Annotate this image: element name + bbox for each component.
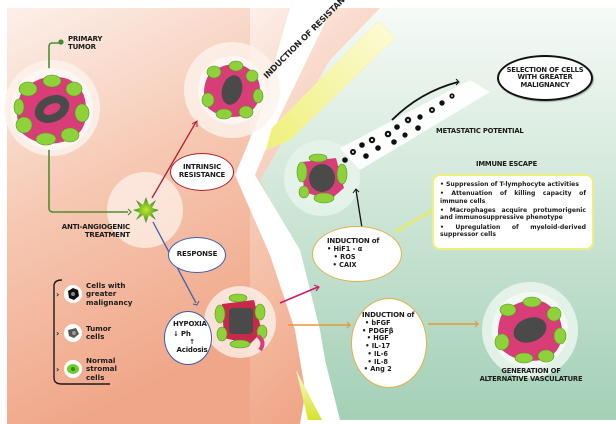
- legend-label: Cells with greater malignancy: [86, 281, 133, 307]
- vasculature-label: GENERATION OF ALTERNATIVE VASCULATURE: [479, 367, 583, 383]
- immune-item: • Upregulation of myeloid-derived suppre…: [440, 223, 586, 238]
- metastatic-potential-label: METASTATIC POTENTIAL: [436, 127, 524, 135]
- chevron-right-icon: ›: [56, 289, 60, 299]
- growth-factor-induction-title: INDUCTION of: [362, 310, 415, 319]
- legend-item-tumor: › Tumor cells: [56, 324, 111, 342]
- hif-induction-arrow: [279, 286, 319, 304]
- treatment-star-icon: [133, 197, 159, 223]
- chevron-right-icon: ›: [56, 328, 60, 338]
- legend-label: Normal stromal cells: [86, 356, 117, 382]
- separator-band: [235, 8, 335, 420]
- hypoxia-item-ph: ↓ Ph: [173, 330, 191, 339]
- hif-induction-title: INDUCTION of: [327, 237, 380, 246]
- induction-item: • Ang 2: [363, 365, 392, 374]
- intrinsic-resistance-node: INTRINSIC RESISTANCE: [170, 153, 234, 191]
- alternative-vasculature-tumor-illustration: [492, 292, 568, 368]
- induction-item: • HGF: [366, 334, 389, 343]
- selection-label: SELECTION OF CELLS WITH GREATER MALIGNAN…: [506, 65, 584, 89]
- metastasis-tumor-illustration: [296, 153, 348, 204]
- up-arrow-icon: ↑: [189, 338, 195, 346]
- tumor-cell-icon: [64, 324, 82, 342]
- legend-item-malignant: › Cells with greater malignancy: [56, 281, 133, 307]
- immune-escape-title: IMMUNE ESCAPE: [476, 160, 538, 168]
- intrinsic-resistance-tumor-illustration: [198, 56, 266, 124]
- hypoxia-item-text: Ph: [180, 330, 191, 339]
- malignant-cell-icon: [64, 285, 82, 304]
- response-label: RESPONSE: [176, 250, 218, 259]
- chevron-right-icon: ›: [56, 364, 60, 374]
- stromal-cell-icon: [64, 360, 82, 379]
- hypoxia-item-text: Acidosis: [176, 345, 208, 354]
- immune-item: • Macrophages acquire protumorigenic and…: [440, 206, 586, 222]
- selection-arrow: [391, 81, 459, 121]
- treatment-label: ANTI-ANGIOGENIC TREATMENT: [61, 223, 130, 239]
- hif-induction-node: INDUCTION of • HiF1 - α • ROS • CAIX: [312, 226, 402, 282]
- intrinsic-resistance-arrow: [151, 121, 197, 199]
- legend-item-stromal: › Normal stromal cells: [56, 356, 117, 382]
- induction-item: • IL-6: [367, 349, 388, 358]
- metastatic-cells: [342, 93, 455, 163]
- immune-escape-list: • Suppression of T-lymphocyte activities…: [440, 181, 586, 238]
- induction-item: • CAIX: [332, 260, 357, 269]
- hif-induction-list: • HiF1 - α • ROS • CAIX: [327, 245, 363, 269]
- primary-tumor-label: PRIMARY TUMOR: [68, 35, 103, 51]
- hypoxia-title: HYPOXIA: [173, 320, 207, 329]
- induction-item: • IL-17: [365, 342, 391, 351]
- intrinsic-resistance-label: INTRINSIC RESISTANCE: [178, 163, 226, 179]
- immune-link-line: [394, 208, 434, 234]
- hypoxic-tumor-illustration: [214, 293, 268, 352]
- induction-item: • HiF1 - α: [327, 245, 363, 254]
- legend-bracket: [53, 279, 110, 385]
- immune-tumor-arrow: [355, 189, 363, 229]
- yellow-wedge: [296, 370, 322, 420]
- induction-item: • ROS: [333, 253, 356, 262]
- growth-factor-list: • bFGF • PDGFβ • HGF • IL-17 • IL-6 • IL…: [362, 318, 394, 374]
- down-arrow-icon: ↓: [173, 330, 179, 339]
- induction-item: • bFGF: [364, 318, 391, 327]
- response-node: RESPONSE: [168, 237, 226, 273]
- legend-label: Tumor cells: [86, 323, 112, 341]
- immune-escape-box: • Suppression of T-lymphocyte activities…: [432, 174, 594, 250]
- induction-item: • PDGFβ: [362, 326, 394, 335]
- growth-factor-induction-node: INDUCTION of • bFGF • PDGFβ • HGF • IL-1…: [351, 298, 427, 388]
- immune-item: • Attenuation of killing capacity of imm…: [440, 190, 586, 205]
- hypoxia-node: HYPOXIA ↓ Ph ↑ Acidosis: [164, 311, 212, 365]
- induction-banner-arrow: [265, 21, 396, 151]
- induction-item: • IL-8: [367, 357, 388, 366]
- immune-item: • Suppression of T-lymphocyte activities: [440, 181, 579, 188]
- selection-node: SELECTION OF CELLS WITH GREATER MALIGNAN…: [497, 55, 593, 101]
- primary-tumor-illustration: [11, 68, 93, 150]
- hypoxia-item-acidosis: ↑ Acidosis: [173, 338, 211, 355]
